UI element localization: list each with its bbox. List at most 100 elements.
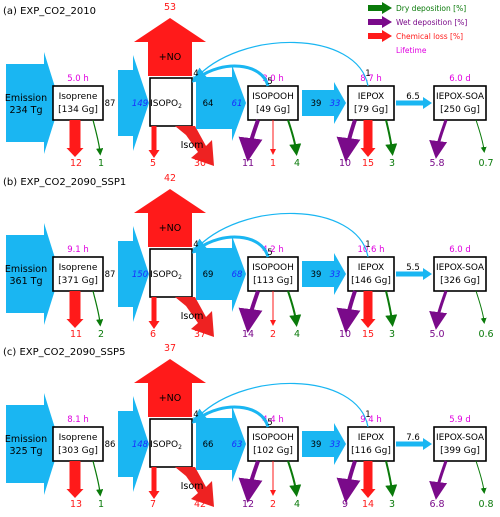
- no-label: +NO: [159, 52, 182, 63]
- isoprene-dry-deposition-arrow: [92, 119, 104, 156]
- flow-isopooh-to-iepox: [302, 423, 346, 465]
- wet-deposition-legend-label: Wet deposition [%]: [396, 18, 467, 27]
- iepox-chemical-loss-value: 14: [362, 499, 374, 510]
- isopo2-subscript: 2: [178, 444, 182, 451]
- isopooh-burden: [49 Gg]: [256, 105, 290, 115]
- iepox-soa-wet-deposition-arrow: [429, 119, 448, 159]
- flow-value-iepox-out: 5.5: [406, 263, 420, 273]
- isomerization-label: Isom: [181, 140, 204, 151]
- isopooh-box: [247, 256, 299, 292]
- iepox-soa-dry-deposition-arrow: [475, 119, 487, 153]
- iepox-soa-burden: [326 Gg]: [440, 276, 480, 286]
- isopooh-burden: [113 Gg]: [253, 276, 293, 286]
- isopooh-box: [247, 85, 299, 121]
- recycle-arc-iepox: [192, 41, 369, 87]
- iepox-soa-dry-deposition-arrow: [475, 290, 487, 324]
- isopooh-dry-deposition-value: 4: [294, 499, 300, 510]
- flow-value-isopo2-out: 64: [203, 99, 214, 109]
- iepox-soa-wet-deposition-arrow: [429, 460, 448, 500]
- isoprene-dry-deposition-value: 1: [98, 158, 104, 169]
- flow-value-isopooh-in: 68: [232, 270, 243, 280]
- flow-value-isoprene-out: 87: [105, 99, 116, 109]
- recycle-value-4: 4: [193, 240, 198, 250]
- iepox-chemical-loss-value: 15: [362, 329, 374, 340]
- isopooh-lifetime: 3.0 h: [262, 74, 284, 84]
- iepox-name: IEPOX: [358, 433, 384, 443]
- iepox-box: [347, 426, 395, 462]
- iepox-soa-lifetime: 6.0 d: [449, 74, 471, 84]
- iepox-dry-deposition-value: 3: [389, 329, 395, 340]
- isoprene-burden: [371 Gg]: [58, 276, 98, 286]
- flow-isoprene-to-isopo2: [118, 226, 149, 322]
- iepox-box: [347, 85, 395, 121]
- isoprene-dry-deposition-value: 1: [98, 499, 104, 510]
- chemical-loss-legend-arrow: [368, 30, 392, 42]
- emission-arrow: [6, 52, 60, 154]
- isoprene-lifetime: 8.1 h: [67, 415, 89, 425]
- dry-deposition-legend-label: Dry deposition [%]: [396, 4, 466, 13]
- iepox-chemical-loss-value: 15: [362, 158, 374, 169]
- iepox-wet-deposition-value: 10: [339, 158, 351, 169]
- isopooh-dry-deposition-arrow: [287, 290, 302, 327]
- isopo2-subscript: 2: [178, 274, 182, 281]
- isomerization-arrow: [175, 297, 214, 337]
- isopooh-dry-deposition-arrow: [287, 119, 302, 156]
- isomerization-arrow: [175, 467, 214, 507]
- panel-title: (a) EXP_CO2_2010: [3, 6, 96, 17]
- iepox-dry-deposition-value: 3: [389, 499, 395, 510]
- flow-value-isopooh-out: 39: [311, 440, 322, 450]
- isopo2-box: [149, 418, 193, 468]
- isopooh-dry-deposition-value: 4: [294, 329, 300, 340]
- iepox-soa-dry-deposition-value: 0.8: [478, 499, 493, 510]
- isopooh-chemical-loss-value: 2: [270, 329, 276, 340]
- isomerization-label: Isom: [181, 311, 204, 322]
- recycle-value-4: 4: [193, 410, 198, 420]
- flow-value-iepox-out: 7.6: [406, 433, 420, 443]
- panel-title: (c) EXP_CO2_2090_SSP5: [3, 347, 125, 358]
- chemical-loss-legend-label: Chemical loss [%]: [396, 32, 463, 41]
- iepox-dry-deposition-arrow: [385, 460, 398, 497]
- iepox-dry-deposition-arrow: [385, 290, 398, 327]
- isoprene-chemical-loss-arrow: [66, 120, 84, 157]
- recycle-arc-isopooh: [191, 64, 270, 87]
- isoprene-box: [52, 85, 104, 121]
- iepox-soa-box: [433, 426, 487, 462]
- emission-value: 325 Tg: [10, 446, 43, 457]
- iepox-soa-dry-deposition-value: 0.7: [478, 158, 493, 169]
- iepox-wet-deposition-arrow: [336, 460, 361, 503]
- isopooh-wet-deposition-arrow: [238, 290, 263, 333]
- flow-value-isopooh-out: 39: [311, 99, 322, 109]
- isoprene-dry-deposition-arrow: [92, 290, 104, 327]
- flow-value-isopooh-out: 39: [311, 270, 322, 280]
- isomerization-value: 37: [194, 329, 206, 340]
- isopooh-chemical-loss-value: 2: [270, 499, 276, 510]
- iepox-burden: [146 Gg]: [351, 276, 391, 286]
- isopooh-dry-deposition-value: 4: [294, 158, 300, 169]
- isomerization-label: Isom: [181, 481, 204, 492]
- flow-value-isopo2-in: 149: [132, 99, 148, 109]
- no-reaction-arrow: [134, 189, 206, 247]
- iepox-lifetime: 8.7 h: [360, 74, 382, 84]
- emission-label: Emission: [5, 264, 47, 275]
- flow-value-isopo2-in: 148: [132, 440, 149, 450]
- iepox-soa-lifetime: 6.0 d: [449, 245, 471, 255]
- recycle-value-1: 1: [365, 240, 370, 250]
- emission-value: 361 Tg: [10, 276, 43, 287]
- no-label: +NO: [159, 223, 182, 234]
- isoprene-burden: [303 Gg]: [58, 446, 98, 456]
- isopo2-chemical-loss-value: 5: [150, 158, 156, 169]
- isopo2-chemical-loss-value: 6: [150, 329, 156, 340]
- no-value: 53: [164, 2, 176, 13]
- isoprene-name: Isoprene: [59, 433, 98, 443]
- isopooh-lifetime: 4.2 h: [262, 245, 284, 255]
- wet-deposition-legend-arrow: [368, 16, 392, 28]
- dry-deposition-legend-arrow: [368, 2, 392, 14]
- isoprene-burden: [134 Gg]: [58, 105, 98, 115]
- wet-deposition-legend: Wet deposition [%]: [368, 16, 467, 28]
- iepox-soa-dry-deposition-value: 0.6: [478, 329, 493, 340]
- recycle-arc-iepox: [192, 382, 369, 428]
- isopo2-name: ISOPO2: [150, 270, 182, 281]
- iepox-lifetime: 10.6 h: [357, 245, 384, 255]
